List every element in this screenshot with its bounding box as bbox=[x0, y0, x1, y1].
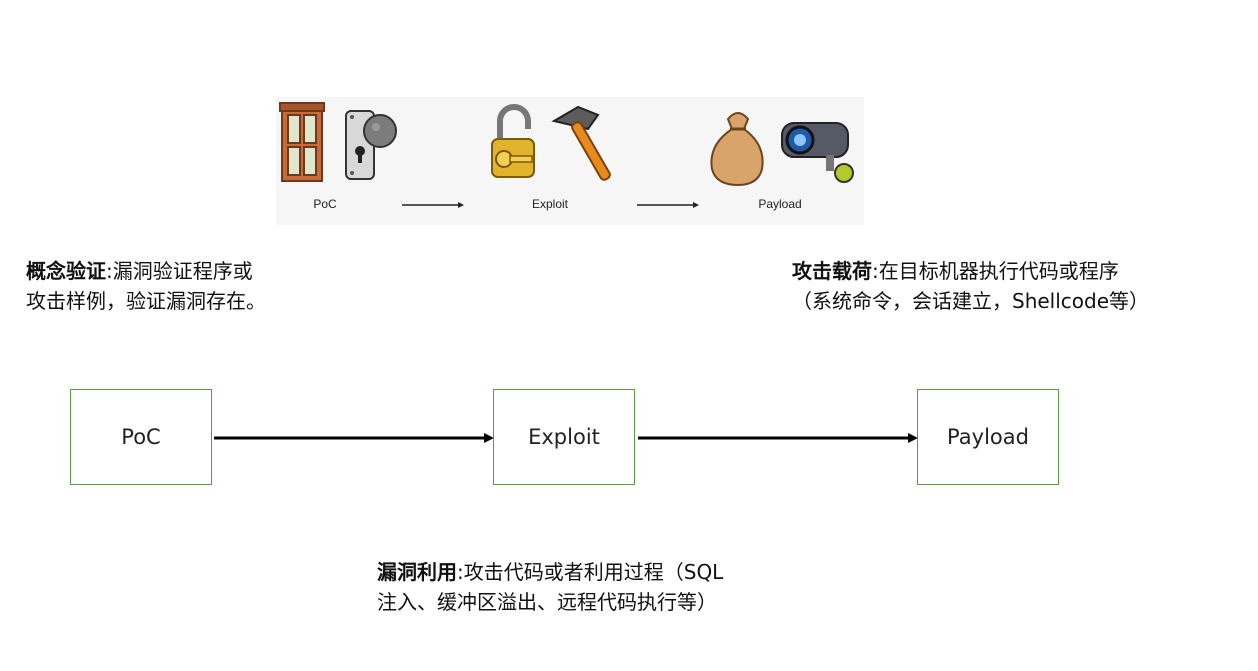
annotation-exploit-line1: 攻击代码或者利用过程（SQL bbox=[463, 560, 724, 584]
annotation-exploit-line2: 注入、缓冲区溢出、远程代码执行等） bbox=[377, 590, 717, 614]
annotation-poc-sep: : bbox=[106, 259, 113, 283]
flow-box-exploit-label: Exploit bbox=[528, 425, 600, 449]
illustration-banner: PoC Exploit Payload bbox=[276, 97, 864, 225]
flow-box-payload: Payload bbox=[917, 389, 1059, 485]
annotation-poc-title: 概念验证 bbox=[26, 259, 106, 283]
hammer-icon bbox=[551, 105, 611, 181]
banner-arrow-1 bbox=[402, 202, 464, 208]
annotation-poc-line2: 攻击样例，验证漏洞存在。 bbox=[26, 289, 266, 313]
annotation-payload-title: 攻击载荷 bbox=[792, 259, 872, 283]
flow-box-poc-label: PoC bbox=[121, 425, 161, 449]
annotation-exploit-sep: : bbox=[457, 560, 464, 584]
annotation-exploit-title: 漏洞利用 bbox=[377, 560, 457, 584]
flow-box-poc: PoC bbox=[70, 389, 212, 485]
banner-arrow-2 bbox=[637, 202, 699, 208]
annotation-exploit: 漏洞利用:攻击代码或者利用过程（SQL 注入、缓冲区溢出、远程代码执行等） bbox=[377, 557, 723, 617]
banner-caption-exploit: Exploit bbox=[531, 197, 569, 211]
annotation-payload-sep: : bbox=[872, 259, 879, 283]
door-lock-icon bbox=[345, 110, 397, 180]
annotation-payload-line1: 在目标机器执行代码或程序 bbox=[878, 259, 1119, 283]
banner-caption-payload: Payload bbox=[758, 197, 802, 211]
security-camera-icon bbox=[781, 122, 854, 183]
money-bag-icon bbox=[710, 112, 764, 187]
flow-box-payload-label: Payload bbox=[947, 425, 1029, 449]
flow-arrowhead-2 bbox=[908, 433, 918, 443]
flow-box-exploit: Exploit bbox=[493, 389, 635, 485]
window-icon bbox=[279, 102, 325, 182]
banner-caption-poc: PoC bbox=[313, 197, 337, 211]
annotation-payload: 攻击载荷:在目标机器执行代码或程序 （系统命令，会话建立，Shellcode等） bbox=[792, 256, 1149, 316]
annotation-poc: 概念验证:漏洞验证程序或 攻击样例，验证漏洞存在。 bbox=[26, 256, 266, 316]
annotation-payload-line2: （系统命令，会话建立，Shellcode等） bbox=[792, 289, 1150, 313]
annotation-poc-line1: 漏洞验证程序或 bbox=[112, 259, 253, 283]
flow-arrowhead-1 bbox=[484, 433, 494, 443]
padlock-key-icon bbox=[491, 104, 535, 178]
